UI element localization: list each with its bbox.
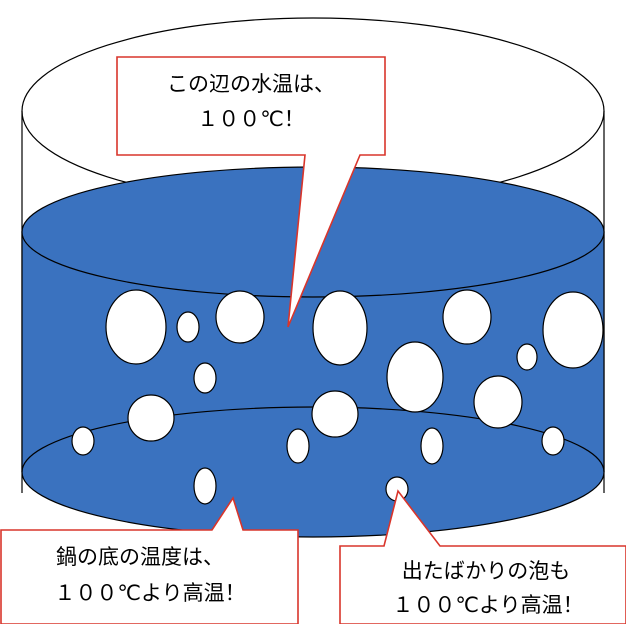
bubble xyxy=(71,426,95,456)
bubble xyxy=(541,426,565,456)
bubble xyxy=(311,390,359,438)
bubble xyxy=(193,467,217,505)
bubbles xyxy=(71,289,604,505)
bubble xyxy=(193,362,217,394)
bubble xyxy=(312,290,368,366)
callout-bottom-right-line1: 出たばかりの泡も xyxy=(402,559,570,583)
callout-bottom-right-shape xyxy=(339,489,626,624)
callout-bottom-left-line1: 鍋の底の温度は、 xyxy=(56,545,224,569)
bubble xyxy=(420,427,444,465)
callout-top-line2: １００℃！ xyxy=(197,107,305,131)
bubble xyxy=(215,290,265,344)
bubble xyxy=(542,291,604,369)
bubble xyxy=(386,341,444,413)
callout-bottom-right: 出たばかりの泡も １００℃より高温！ xyxy=(339,489,626,624)
callout-bottom-left: 鍋の底の温度は、 １００℃より高温！ xyxy=(0,496,299,624)
bubble xyxy=(176,311,200,343)
bubble xyxy=(473,375,523,429)
bubble xyxy=(516,343,538,371)
bubble xyxy=(442,289,492,345)
callout-bottom-left-line2: １００℃より高温！ xyxy=(54,581,245,605)
callout-top-line1: この辺の水温は、 xyxy=(167,72,335,96)
callout-bottom-left-shape xyxy=(0,496,299,624)
bubble xyxy=(286,428,310,464)
bubble xyxy=(127,394,175,442)
callout-bottom-right-line2: １００℃より高温！ xyxy=(392,593,583,617)
callout-top-shape xyxy=(116,56,386,328)
bubble xyxy=(105,289,167,365)
callout-top: この辺の水温は、 １００℃！ xyxy=(116,56,386,328)
